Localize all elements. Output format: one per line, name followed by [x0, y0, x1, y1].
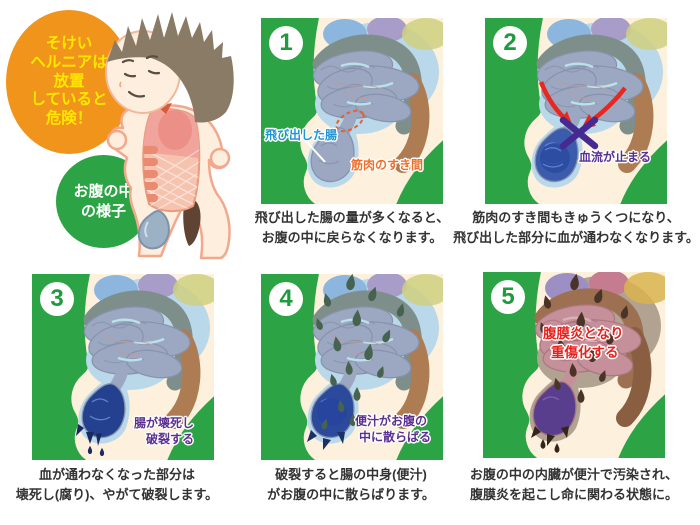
step-number-badge: 2 — [493, 26, 527, 60]
warning-line: そけい — [45, 34, 93, 52]
label-peritonitis-line-1: 腹膜炎となり — [543, 326, 624, 341]
label-muscle-gap: 筋肉のすき間 — [351, 158, 424, 172]
caption-line: 破裂すると腸の中身(便汁) — [275, 467, 427, 482]
step-number-badge: 1 — [269, 26, 303, 60]
label-fecal-fluid-line-2: 中に散らばる — [359, 430, 432, 444]
abdomen-illustration-step-3 — [32, 274, 214, 460]
abdomen-illustration-step-4 — [261, 274, 443, 460]
caption-step-1: 飛び出した腸の量が多くなると、 お腹の中に戻らなくなります。 — [240, 208, 464, 248]
caption-step-5: お腹の中の内臓が便汁で汚染され、 腹膜炎を起こし命に関わる状態に。 — [449, 465, 699, 505]
warning-line: 放置 — [53, 72, 85, 90]
caption-line: 筋肉のすき間もきゅうくつになり、 — [472, 210, 680, 225]
caption-step-3: 血が通わなくなった部分は 壊死し(腐り)、やがて破裂します。 — [5, 465, 229, 505]
caption-line: 飛び出した部分に血が通わなくなります。 — [453, 230, 699, 246]
boy-hernia-sac — [137, 209, 170, 250]
boy-shorts — [183, 198, 201, 246]
label-fecal-fluid-line-1: 便汁がお腹の — [355, 414, 428, 428]
boy-hair — [107, 12, 234, 123]
boy-illustration — [105, 12, 234, 260]
warning-line: 危険！ — [45, 110, 93, 128]
abdomen-illustration-step-5 — [483, 272, 665, 458]
caption-line: お腹の中に戻らなくなります。 — [261, 230, 443, 246]
label-necrosis-line-1: 腸が壊死し — [134, 416, 195, 430]
panel-step-5: 5 腹膜炎となり 重傷化する — [483, 272, 665, 458]
panel-step-3: 3 腸が壊死し 破裂する — [32, 274, 214, 460]
abdomen-illustration-step-1 — [261, 18, 443, 204]
warning-line: していると — [30, 91, 108, 109]
belly-line: お腹の中 — [73, 183, 134, 200]
caption-step-2: 筋肉のすき間もきゅうくつになり、 飛び出した部分に血が通わなくなります。 — [451, 208, 700, 248]
caption-line: 壊死し(腐り)、やがて破裂します。 — [15, 487, 219, 503]
label-peritonitis-line-2: 重傷化する — [551, 345, 619, 360]
caption-step-4: 破裂すると腸の中身(便汁) がお腹の中に散らばります。 — [239, 465, 463, 505]
label-necrosis-line-2: 破裂する — [146, 432, 195, 446]
panel-step-2: 2 血流が止まる — [485, 18, 667, 204]
belly-line: の様子 — [80, 202, 126, 220]
caption-line: お腹の中の内臓が便汁で汚染され、 — [469, 467, 679, 482]
label-blood-flow-stops: 血流が止まる — [579, 150, 652, 164]
label-protruding-intestine: 飛び出した腸 — [265, 128, 338, 142]
step-number-badge: 5 — [491, 280, 525, 314]
panel-step-1: 1 飛び出した腸 筋肉のすき間 — [261, 18, 443, 204]
step-number-badge: 4 — [269, 282, 303, 316]
caption-line: 飛び出した腸の量が多くなると、 — [254, 210, 450, 225]
abdomen-illustration-step-2 — [485, 18, 667, 204]
caption-line: がお腹の中に散らばります。 — [267, 487, 435, 503]
step-number-badge: 3 — [40, 282, 74, 316]
panel-step-4: 4 便汁がお腹の 中に散らばる — [261, 274, 443, 460]
caption-line: 血が通わなくなった部分は — [38, 467, 195, 482]
caption-line: 腹膜炎を起こし命に関わる状態に。 — [469, 487, 678, 503]
warning-line: ヘルニアは — [30, 53, 108, 71]
